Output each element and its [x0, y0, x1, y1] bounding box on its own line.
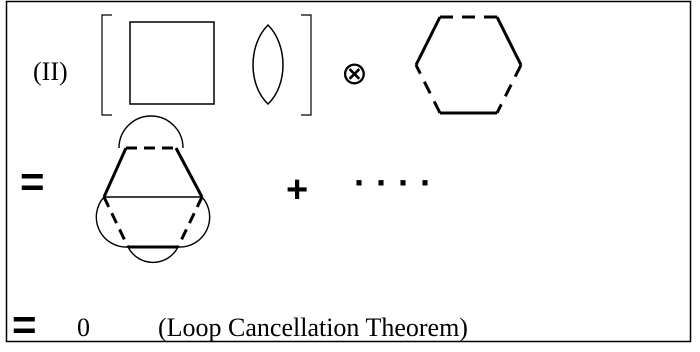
zero-value: 0: [77, 313, 90, 342]
equals-sign-2: =: [12, 301, 37, 347]
roman-label: (II): [33, 57, 68, 86]
right-bracket: [301, 14, 312, 116]
left-bracket: [101, 14, 112, 116]
composite-diagram: [95, 115, 211, 264]
ellipsis-dots: · · · ·: [354, 162, 432, 203]
theorem-label: (Loop Cancellation Theorem): [158, 313, 468, 342]
tensor-symbol: ⊗: [341, 55, 368, 91]
lens-diagram: [252, 23, 284, 106]
equals-sign-1: =: [20, 158, 45, 205]
square-diagram: [129, 21, 215, 105]
outer-border: [5, 0, 692, 343]
plus-sign: +: [286, 169, 308, 211]
hexagon-diagram: [414, 15, 523, 115]
